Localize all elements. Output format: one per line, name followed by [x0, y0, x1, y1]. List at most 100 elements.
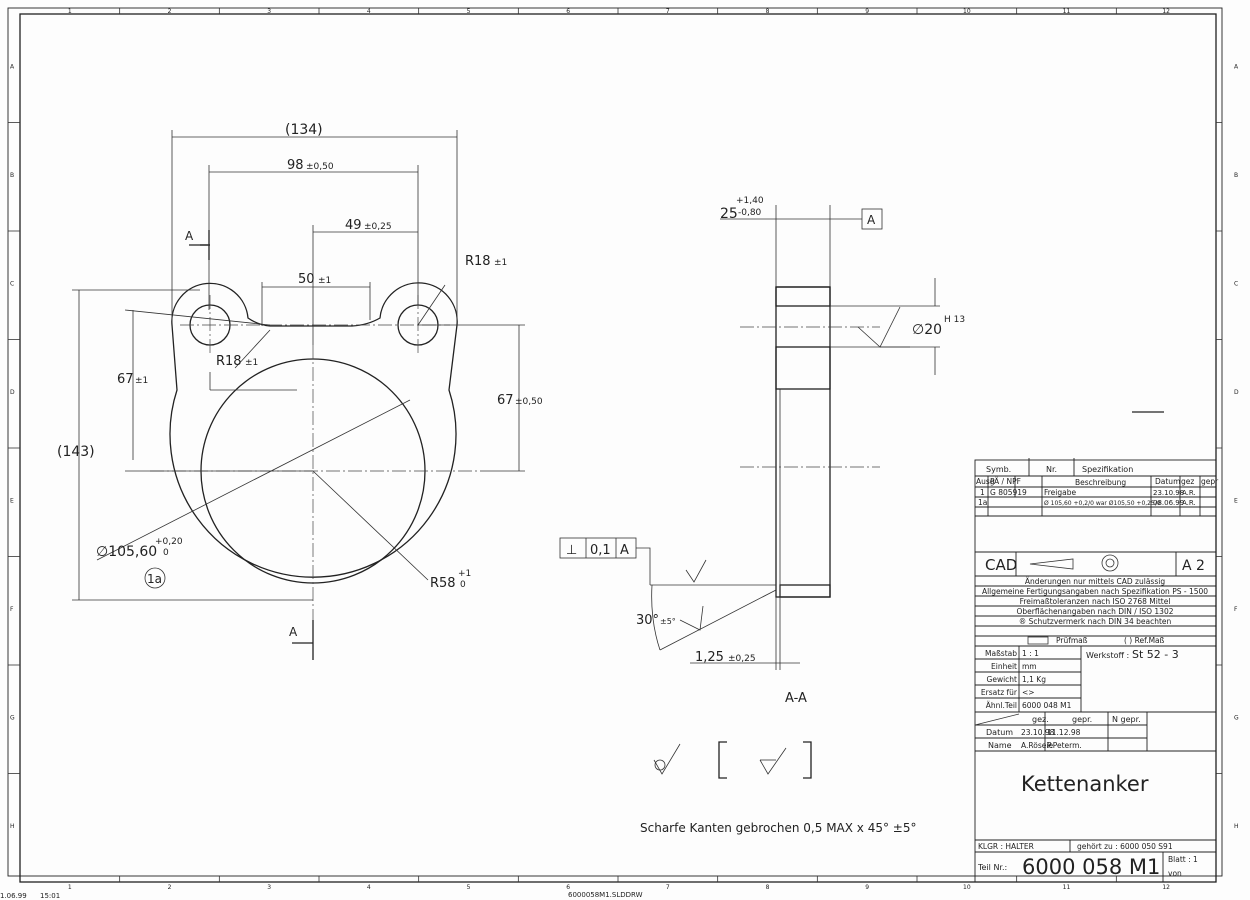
name-gepr: P.Peterm. — [1047, 741, 1082, 750]
rev-col-date: Datum — [1155, 477, 1180, 486]
rev-desc: Ø 105,60 +0,2/0 war Ø105,50 +0,25/0 — [1044, 500, 1161, 507]
werkstoff-label: Werkstoff : — [1086, 651, 1129, 660]
dim-67-left-tol: ±1 — [135, 376, 148, 386]
surface-finish-symbols — [653, 411, 1164, 779]
property-value: mm — [1022, 662, 1037, 671]
col-mark: 2 — [168, 884, 172, 891]
dim-r58-tol-upper: +1 — [458, 569, 471, 579]
dim-r58: R58 — [430, 576, 456, 591]
col-mark: 6 — [566, 8, 570, 15]
fcf-value: 0,1 — [590, 543, 611, 558]
werkstoff-value: St 52 - 3 — [1132, 648, 1179, 661]
row-mark: D — [10, 389, 15, 396]
col-mark: 3 — [267, 8, 271, 15]
col-mark: 6 — [566, 884, 570, 891]
row-mark: G — [10, 714, 15, 721]
col-mark: 1 — [68, 8, 72, 15]
dim-67-right: 67 — [497, 393, 514, 408]
datum-label: Datum — [986, 728, 1013, 737]
col-mark: 12 — [1162, 884, 1170, 891]
part-number: 6000 058 M1 — [1022, 855, 1160, 879]
col-mark: 7 — [666, 8, 670, 15]
name-gez: A.Röseie — [1021, 741, 1053, 750]
sig-col-gez: gez. — [1032, 715, 1049, 724]
dim-r18-right-tol: ±1 — [494, 258, 507, 268]
note-line: Allgemeine Fertigungsangaben nach Spezif… — [982, 587, 1208, 596]
outer-frame — [7, 7, 1223, 877]
note-line: Oberflächenangaben nach DIN / ISO 1302 — [1017, 607, 1174, 616]
rev-pa: G 805919 — [990, 488, 1027, 497]
dim-thickness-tol-upper: +1,40 — [736, 196, 764, 206]
rev-gez: A.R. — [1182, 489, 1196, 497]
col-mark: 9 — [865, 884, 869, 891]
col-mark: 5 — [467, 8, 471, 15]
dim-overall-height: (143) — [57, 444, 95, 460]
rev-header-nr: Nr. — [1046, 465, 1057, 474]
row-mark: G — [1234, 714, 1239, 721]
revision-row: 1 G 805919 Freigabe 23.10.98 A.R. — [980, 488, 1196, 497]
sheet-format: A 2 — [1182, 558, 1205, 574]
row-mark: E — [1234, 497, 1238, 504]
refmass-label: ( ) Ref.Maß — [1124, 636, 1165, 645]
rev-ausg: 1a — [978, 498, 987, 507]
dim-r18-left-tol: ±1 — [245, 358, 258, 368]
col-mark: 4 — [367, 884, 371, 891]
property-value: 1 : 1 — [1022, 649, 1039, 658]
chamfer-angle-tol: ±5° — [660, 617, 676, 626]
property-value: 1,1 Kg — [1022, 675, 1046, 684]
row-mark: A — [1234, 63, 1239, 70]
sig-col-ngepr: N gepr. — [1112, 715, 1141, 724]
dim-thickness: 25 — [720, 206, 738, 222]
dim-diameter: ∅105,60 — [96, 544, 157, 560]
col-mark: 11 — [1063, 8, 1071, 15]
section-label: A-A — [785, 691, 807, 706]
col-mark: 7 — [666, 884, 670, 891]
row-mark: H — [1234, 823, 1239, 830]
row-mark: C — [10, 280, 14, 287]
part-number-label: Teil Nr.: — [977, 863, 1007, 872]
col-mark: 8 — [766, 8, 770, 15]
pruefmass-label: Prüfmaß — [1056, 636, 1088, 645]
note-line: Freimaßtoleranzen nach ISO 2768 Mittel — [1020, 597, 1171, 606]
note-line: Änderungen nur mittels CAD zulässig — [1025, 577, 1165, 586]
rev-col-pa: PÄ / NPF — [990, 477, 1021, 486]
footer-time: 15:01 — [40, 892, 60, 900]
klgr: KLGR : HALTER — [978, 842, 1034, 851]
section-view: 25 +1,40 -0,80 A ∅20 H 13 ⊥ 0,1 A 30° ±5… — [559, 196, 965, 706]
datum-a: A — [867, 213, 876, 227]
section-mark-bottom: A — [289, 625, 298, 639]
title-block: Symb. Nr. Spezifikation Ausg PÄ / NPF Be… — [974, 458, 1219, 883]
col-mark: 3 — [267, 884, 271, 891]
dim-bore: ∅20 — [912, 322, 942, 338]
row-mark: F — [1234, 606, 1238, 613]
row-mark: F — [10, 606, 14, 613]
col-mark: 4 — [367, 8, 371, 15]
rev-header-symb: Symb. — [986, 465, 1011, 474]
dim-67-right-tol: ±0,50 — [515, 397, 543, 407]
fcf-datum: A — [620, 543, 629, 558]
property-value: 6000 048 M1 — [1022, 701, 1072, 710]
chamfer-angle: 30° — [636, 613, 659, 628]
part-outline — [169, 282, 458, 578]
edge-note: Scharfe Kanten gebrochen 0,5 MAX x 45° ±… — [640, 821, 916, 835]
col-mark: 1 — [68, 884, 72, 891]
rev-gez: A.R. — [1182, 499, 1196, 507]
dim-67-left: 67 — [117, 372, 134, 387]
gehoert-zu: gehört zu : 6000 050 S91 — [1077, 842, 1173, 851]
rev-ausg: 1 — [980, 488, 985, 497]
revision-bubble-label: 1a — [147, 572, 162, 586]
name-label: Name — [988, 741, 1012, 750]
col-mark: 11 — [1063, 884, 1071, 891]
rev-header-spec: Spezifikation — [1082, 465, 1133, 474]
revision-row: 1a Ø 105,60 +0,2/0 war Ø105,50 +0,25/0 0… — [978, 498, 1196, 507]
rev-col-gepr: gepr — [1201, 477, 1219, 486]
rev-col-desc: Beschreibung — [1075, 478, 1126, 487]
sig-col-gepr: gepr. — [1072, 715, 1092, 724]
property-key: Ersatz für — [981, 688, 1018, 697]
dim-98-tol: ±0,50 — [306, 162, 334, 172]
row-mark: C — [1234, 280, 1238, 287]
sheet-of: von — [1168, 869, 1182, 878]
